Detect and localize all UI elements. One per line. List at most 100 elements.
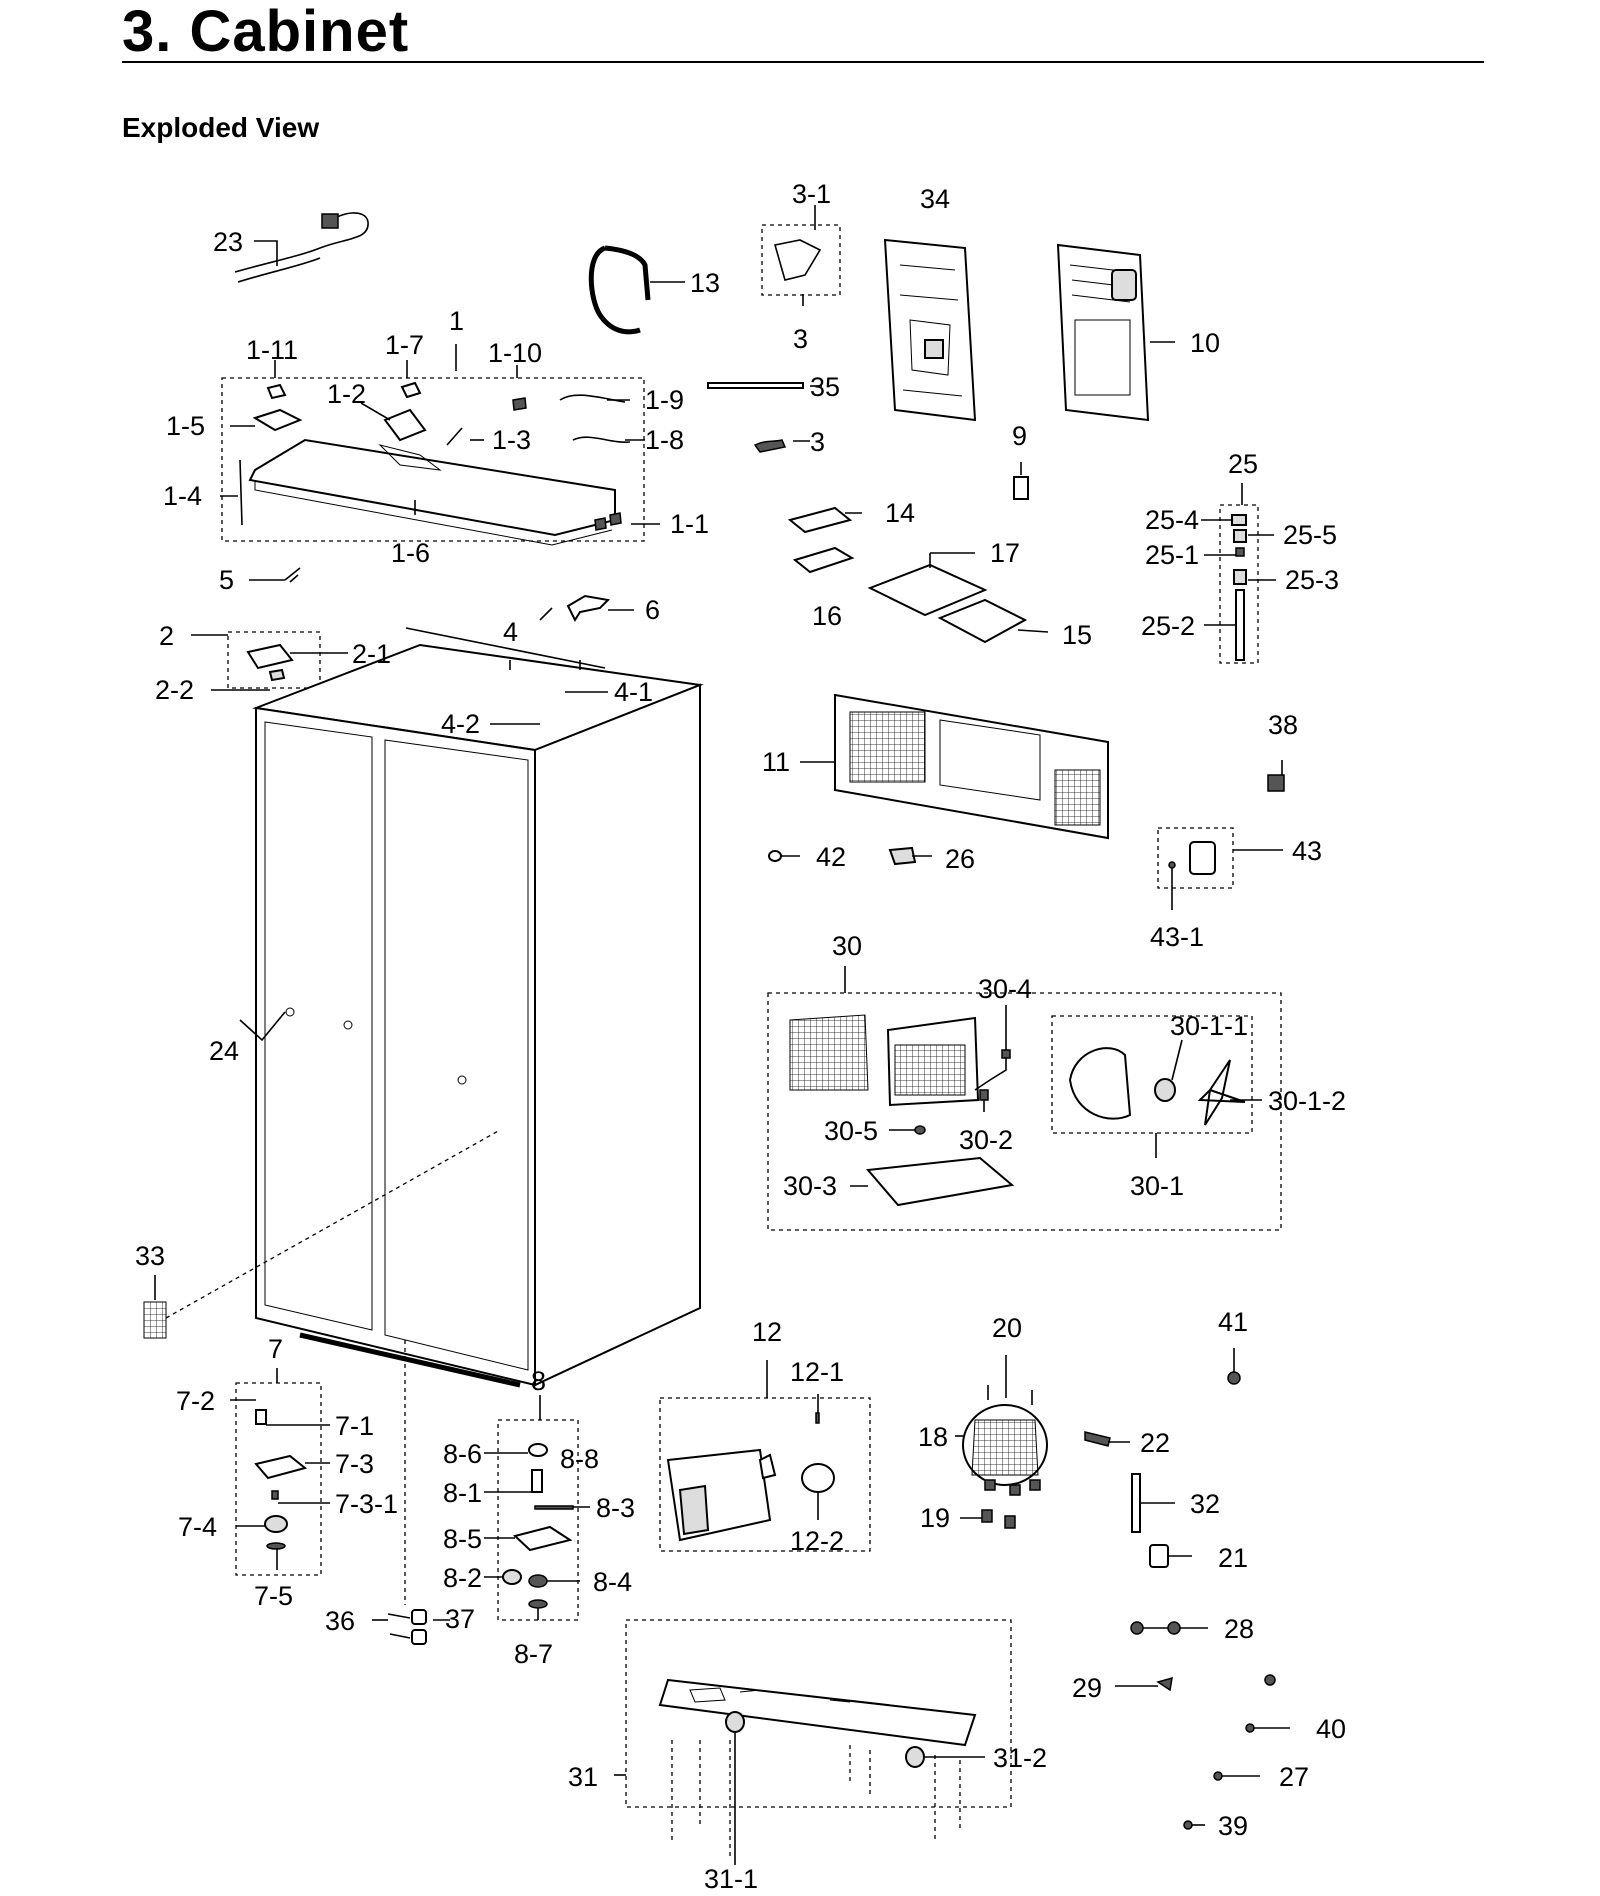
label-40: 40 bbox=[1316, 1714, 1346, 1744]
part-18-compressor bbox=[962, 1404, 1048, 1496]
part-30-1-2-fan-blade bbox=[1197, 1059, 1246, 1126]
label-2: 2 bbox=[159, 621, 174, 651]
part-43 bbox=[1189, 841, 1216, 875]
part-40-b bbox=[1245, 1723, 1255, 1733]
label-25-1: 25-1 bbox=[1145, 540, 1199, 570]
part-36-pins bbox=[387, 1613, 411, 1639]
part-30-4 bbox=[1001, 1049, 1011, 1059]
label-29: 29 bbox=[1072, 1673, 1102, 1703]
part-14-board bbox=[787, 506, 853, 534]
part-30-2 bbox=[979, 1089, 989, 1101]
label-1-8: 1-8 bbox=[645, 425, 684, 455]
label-31: 31 bbox=[568, 1762, 598, 1792]
group-30-1-box bbox=[1051, 1015, 1253, 1134]
label-8-1: 8-1 bbox=[443, 1478, 482, 1508]
label-6: 6 bbox=[645, 595, 660, 625]
part-7-4 bbox=[264, 1515, 288, 1533]
group-30-box bbox=[767, 992, 1282, 1231]
label-28: 28 bbox=[1224, 1614, 1254, 1644]
part-6-bracket bbox=[566, 594, 611, 623]
label-7-2: 7-2 bbox=[176, 1386, 215, 1416]
label-24: 24 bbox=[209, 1036, 239, 1066]
label-1-6: 1-6 bbox=[391, 538, 430, 568]
label-2-1: 2-1 bbox=[352, 639, 391, 669]
part-1-1-screws bbox=[594, 512, 622, 531]
part-25-4 bbox=[1231, 514, 1247, 526]
part-29 bbox=[1156, 1676, 1173, 1692]
label-7-1: 7-1 bbox=[335, 1411, 374, 1441]
part-33-grille bbox=[143, 1301, 167, 1339]
label-15: 15 bbox=[1062, 620, 1092, 650]
part-25-3 bbox=[1233, 569, 1247, 585]
label-30-1: 30-1 bbox=[1130, 1171, 1184, 1201]
label-30-1-1: 30-1-1 bbox=[1170, 1011, 1248, 1041]
callout-labels: 23 13 3-1 3 34 10 35 3 9 1 1-11 1-7 1-10… bbox=[135, 179, 1346, 1894]
label-30-5: 30-5 bbox=[824, 1116, 878, 1146]
label-8-7: 8-7 bbox=[514, 1639, 553, 1669]
part-1-8-harness bbox=[572, 436, 631, 443]
part-30-condenser bbox=[789, 1014, 869, 1091]
group-12-box bbox=[659, 1397, 871, 1552]
label-3b: 3 bbox=[810, 427, 825, 457]
part-28-a bbox=[1130, 1621, 1144, 1635]
label-4-2: 4-2 bbox=[441, 709, 480, 739]
part-1-3-wire bbox=[446, 427, 463, 446]
part-31-base-plate bbox=[658, 1678, 977, 1747]
part-3-1-box bbox=[761, 224, 841, 296]
label-10: 10 bbox=[1190, 328, 1220, 358]
label-13: 13 bbox=[690, 268, 720, 298]
part-17-panel bbox=[867, 563, 988, 617]
label-21: 21 bbox=[1218, 1543, 1248, 1573]
label-27: 27 bbox=[1279, 1762, 1309, 1792]
part-8-3 bbox=[534, 1505, 574, 1510]
label-30-4: 30-4 bbox=[978, 974, 1032, 1004]
part-cabinet-body bbox=[252, 643, 704, 1388]
group-1-box bbox=[221, 377, 645, 542]
leader-lines bbox=[154, 205, 1290, 1865]
part-1-2-hinge-cover bbox=[383, 408, 427, 442]
part-12-clip bbox=[758, 1453, 777, 1480]
label-7-5: 7-5 bbox=[254, 1581, 293, 1611]
label-2-2: 2-2 bbox=[155, 675, 194, 705]
label-4: 4 bbox=[503, 617, 518, 647]
part-32 bbox=[1131, 1473, 1141, 1533]
part-1-11-clip bbox=[266, 383, 287, 400]
label-30: 30 bbox=[832, 931, 862, 961]
part-1-10-clip bbox=[512, 397, 527, 411]
label-14: 14 bbox=[885, 498, 915, 528]
part-1-5-plate bbox=[252, 408, 303, 432]
label-31-2: 31-2 bbox=[993, 1743, 1047, 1773]
part-4-screw bbox=[539, 607, 553, 621]
part-37-cap-2 bbox=[411, 1629, 427, 1645]
label-19: 19 bbox=[920, 1503, 950, 1533]
label-8-5: 8-5 bbox=[443, 1524, 482, 1554]
label-7-3-1: 7-3-1 bbox=[335, 1489, 398, 1519]
part-30-4-wire bbox=[974, 1058, 1007, 1091]
part-8-4 bbox=[528, 1574, 548, 1588]
part-1-7-clip bbox=[400, 381, 422, 399]
part-25-2 bbox=[1235, 589, 1245, 661]
part-9 bbox=[1013, 476, 1029, 500]
part-31-1 bbox=[725, 1711, 745, 1733]
label-8-8: 8-8 bbox=[560, 1444, 599, 1474]
label-25-4: 25-4 bbox=[1145, 505, 1199, 535]
part-2-1-hinge bbox=[246, 643, 294, 670]
label-35: 35 bbox=[810, 372, 840, 402]
part-38 bbox=[1267, 774, 1285, 792]
part-28-b bbox=[1167, 1621, 1181, 1635]
label-1-5: 1-5 bbox=[166, 411, 205, 441]
label-1-2: 1-2 bbox=[327, 379, 366, 409]
label-22: 22 bbox=[1140, 1428, 1170, 1458]
label-3: 3 bbox=[793, 324, 808, 354]
part-shapes bbox=[143, 212, 1285, 1860]
part-2-2-washer bbox=[268, 668, 286, 682]
part-7-3-1 bbox=[271, 1490, 279, 1500]
label-34: 34 bbox=[920, 184, 950, 214]
part-1-6-top-cover bbox=[248, 438, 616, 546]
label-7: 7 bbox=[268, 1334, 283, 1364]
part-7-3-hinge bbox=[254, 1454, 308, 1480]
part-11-evaporator-cover bbox=[834, 693, 1109, 840]
label-5: 5 bbox=[219, 565, 234, 595]
part-25-1 bbox=[1235, 547, 1245, 557]
part-12-1 bbox=[815, 1412, 820, 1424]
